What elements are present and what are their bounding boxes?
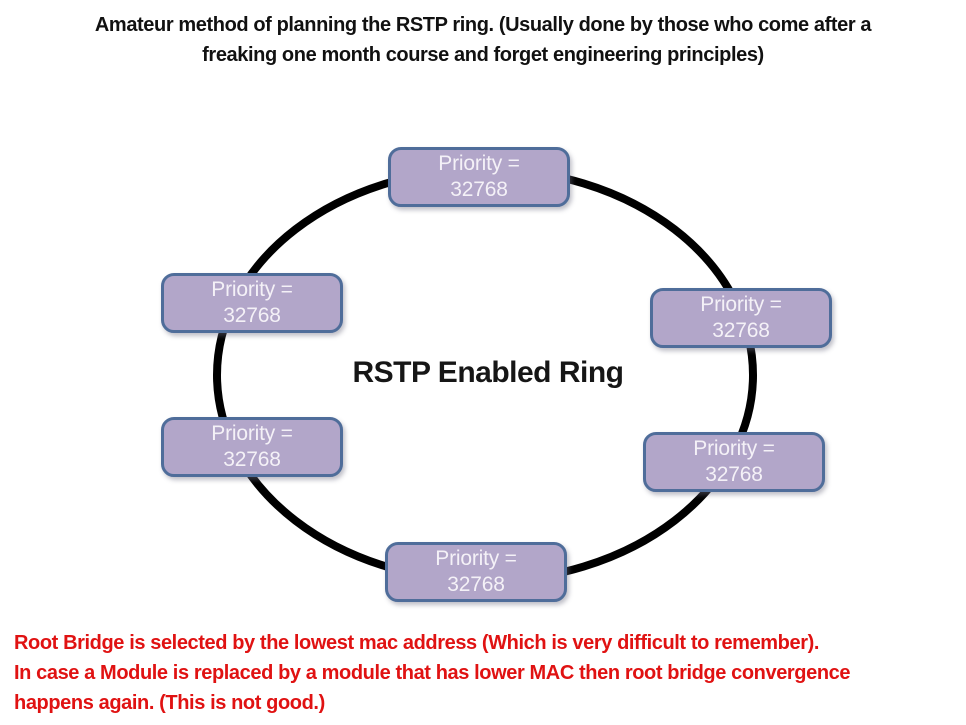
priority-node-value: 32768 <box>223 304 281 327</box>
ring-center-label: RSTP Enabled Ring <box>352 356 624 389</box>
slide-title: Amateur method of planning the RSTP ring… <box>0 10 966 70</box>
priority-node-value: 32768 <box>712 319 770 342</box>
priority-node-value: 32768 <box>223 448 281 471</box>
priority-node-value: 32768 <box>447 573 505 596</box>
priority-node-upper-left: Priority = 32768 <box>161 273 343 333</box>
priority-node-top: Priority = 32768 <box>388 147 570 207</box>
priority-node-value: 32768 <box>450 178 508 201</box>
priority-node-lower-left: Priority = 32768 <box>161 417 343 477</box>
priority-node-label: Priority = <box>211 422 293 445</box>
root-bridge-warning: Root Bridge is selected by the lowest ma… <box>14 628 959 718</box>
priority-node-label: Priority = <box>435 547 517 570</box>
priority-node-value: 32768 <box>705 463 763 486</box>
priority-node-label: Priority = <box>438 152 520 175</box>
priority-node-label: Priority = <box>693 437 775 460</box>
priority-node-label: Priority = <box>700 293 782 316</box>
slide-title-line: freaking one month course and forget eng… <box>202 44 764 66</box>
priority-node-bottom: Priority = 32768 <box>385 542 567 602</box>
root-bridge-warning-line: Root Bridge is selected by the lowest ma… <box>14 632 820 654</box>
root-bridge-warning-line: In case a Module is replaced by a module… <box>14 662 851 684</box>
priority-node-upper-right: Priority = 32768 <box>650 288 832 348</box>
priority-node-label: Priority = <box>211 278 293 301</box>
priority-node-lower-right: Priority = 32768 <box>643 432 825 492</box>
root-bridge-warning-line: happens again. (This is not good.) <box>14 692 325 714</box>
slide-title-line: Amateur method of planning the RSTP ring… <box>94 14 872 36</box>
